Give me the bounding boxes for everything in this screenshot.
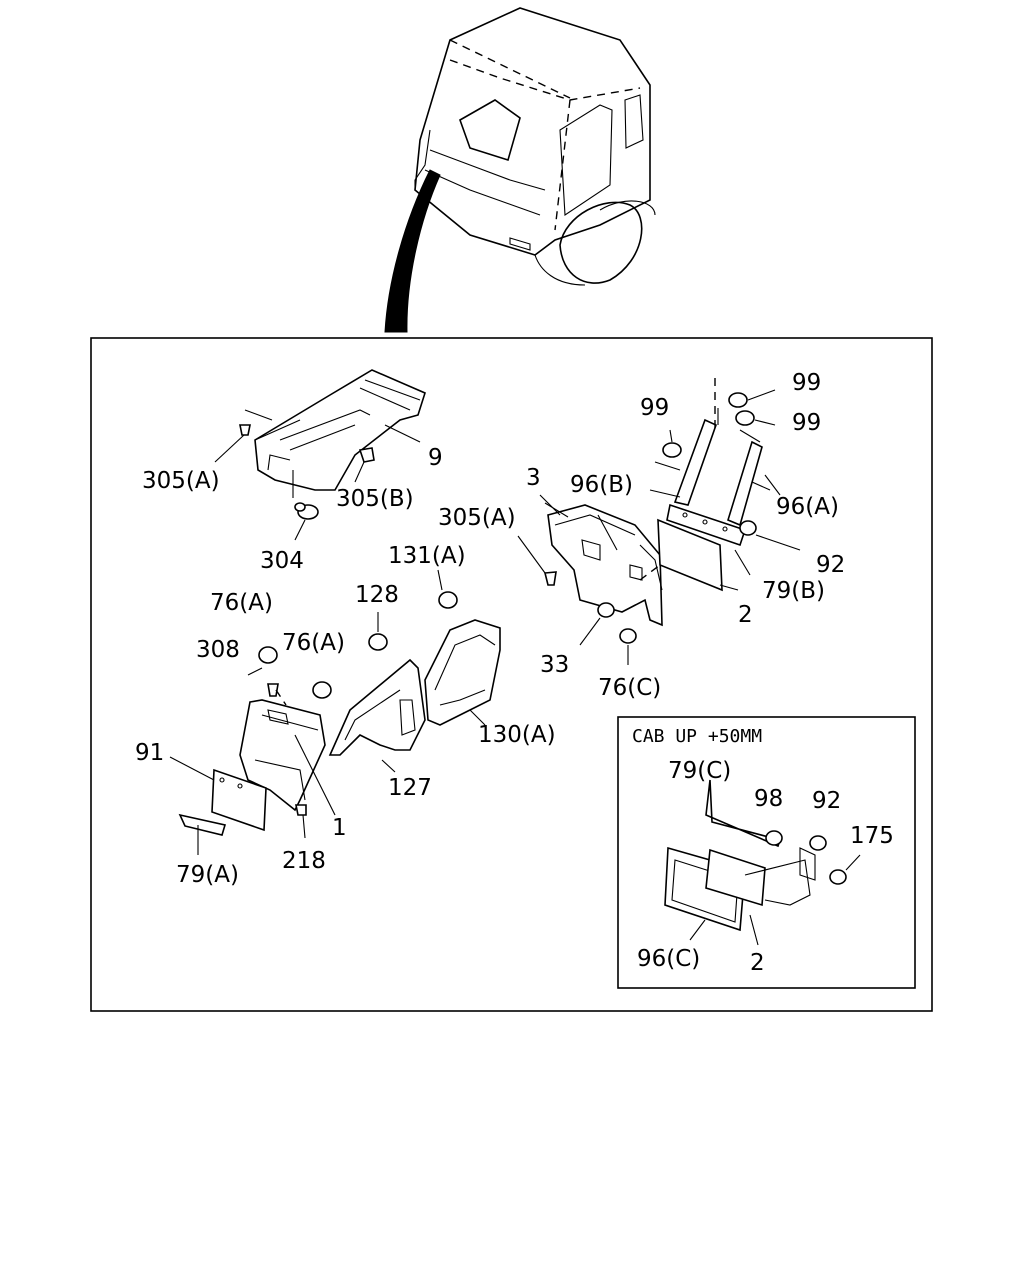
label-218: 218	[282, 848, 326, 874]
label-128: 128	[355, 582, 399, 608]
label-131a: 131(A)	[388, 543, 466, 569]
label-79c: 79(C)	[668, 758, 731, 784]
label-2-inset: 2	[750, 950, 765, 976]
part-79b-bracket	[666, 503, 747, 547]
label-9: 9	[428, 445, 443, 471]
label-96b: 96(B)	[570, 472, 633, 498]
label-76a-2: 76(A)	[282, 630, 345, 656]
label-130a: 130(A)	[478, 722, 556, 748]
part-91-flap	[169, 756, 267, 832]
nut-304	[294, 502, 319, 541]
bolts-99-and-nut-92	[662, 389, 801, 551]
part-127-splash-board	[328, 658, 426, 773]
part-96a-stay	[727, 429, 771, 527]
main-diagram-frame	[90, 337, 933, 1012]
label-96c: 96(C)	[637, 946, 700, 972]
bolt-33-and-76c	[579, 602, 637, 665]
part-79a-bracket	[178, 813, 227, 855]
label-305a-right: 305(A)	[438, 505, 516, 531]
inset-assembly	[664, 779, 861, 946]
inset-title: CAB UP +50MM	[632, 726, 762, 747]
label-99-top2: 99	[792, 410, 821, 436]
label-92: 92	[816, 552, 845, 578]
part-2-mud-flap	[639, 518, 723, 592]
label-96a: 96(A)	[776, 494, 839, 520]
label-127: 127	[388, 775, 432, 801]
label-33: 33	[540, 652, 569, 678]
label-99-left: 99	[640, 395, 669, 421]
clip-305a-right	[517, 535, 557, 586]
clip-305a-top	[214, 424, 251, 463]
label-99-top1: 99	[792, 370, 821, 396]
label-2: 2	[738, 602, 753, 628]
label-308: 308	[196, 637, 240, 663]
part-3-bracket	[539, 494, 663, 627]
inset-frame	[617, 716, 916, 989]
label-91: 91	[135, 740, 164, 766]
part-9-upper-guard	[244, 369, 426, 498]
label-79b: 79(B)	[762, 578, 825, 604]
label-305b: 305(B)	[336, 486, 414, 512]
part-96b-stay	[649, 378, 719, 506]
label-1: 1	[332, 815, 347, 841]
truck-cab-illustration	[384, 7, 656, 333]
label-92-inset: 92	[812, 788, 841, 814]
label-76c: 76(C)	[598, 675, 661, 701]
bolts-131a-128	[368, 569, 458, 651]
part-130a-panel	[424, 619, 501, 726]
label-3: 3	[526, 465, 541, 491]
label-305a-top: 305(A)	[142, 468, 220, 494]
clip-305b	[354, 447, 375, 483]
label-175: 175	[850, 823, 894, 849]
label-76a-1: 76(A)	[210, 590, 273, 616]
label-79a: 79(A)	[176, 862, 239, 888]
fasteners-lower-left	[247, 646, 332, 839]
label-98: 98	[754, 786, 783, 812]
label-304: 304	[260, 548, 304, 574]
